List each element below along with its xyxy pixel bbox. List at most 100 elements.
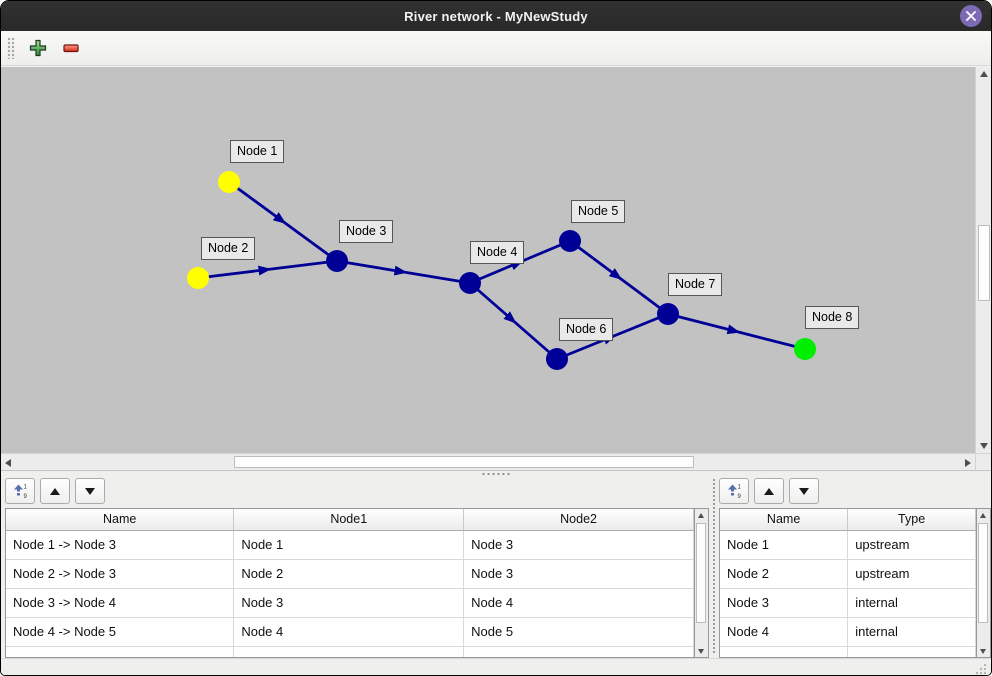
node-label[interactable]: Node 1: [230, 140, 285, 164]
cell[interactable]: Node 2 -> Node 3: [6, 559, 235, 589]
move-up-button[interactable]: [754, 478, 784, 504]
node-label[interactable]: Node 3: [339, 220, 394, 244]
column-header[interactable]: Name: [6, 509, 235, 531]
network-node[interactable]: [459, 272, 481, 294]
cell[interactable]: Node 4: [463, 588, 694, 618]
cell[interactable]: [463, 646, 694, 657]
column-header[interactable]: Type: [847, 509, 976, 531]
cell[interactable]: [720, 646, 849, 657]
svg-text:9: 9: [738, 494, 742, 499]
scroll-up-button[interactable]: [977, 509, 989, 521]
cell[interactable]: Node 2: [233, 559, 465, 589]
edge[interactable]: [336, 259, 471, 285]
cell[interactable]: Node 1: [720, 530, 849, 560]
arrow-up-icon: [50, 487, 60, 495]
cell[interactable]: Node 3: [720, 588, 849, 618]
cell[interactable]: Node 4 -> Node 5: [6, 617, 235, 647]
remove-node-button[interactable]: [58, 35, 84, 61]
horizontal-scroll-thumb[interactable]: [234, 456, 694, 468]
scroll-up-button[interactable]: [695, 509, 707, 521]
cell[interactable]: Node 4: [720, 617, 849, 647]
move-up-button[interactable]: [40, 478, 70, 504]
canvas-horizontal-scrollbar[interactable]: [1, 453, 976, 471]
cell[interactable]: [847, 646, 976, 657]
cell[interactable]: [6, 646, 235, 657]
vertical-splitter-handle[interactable]: [712, 478, 717, 654]
cell[interactable]: [233, 646, 465, 657]
cell[interactable]: upstream: [847, 559, 976, 589]
move-down-button[interactable]: [75, 478, 105, 504]
scroll-right-button[interactable]: [961, 454, 975, 471]
sort-button[interactable]: 1 9: [5, 478, 35, 504]
close-button[interactable]: [960, 5, 982, 27]
column-header[interactable]: Node1: [233, 509, 465, 531]
resize-grip-icon[interactable]: [973, 661, 987, 675]
scroll-left-button[interactable]: [1, 454, 15, 471]
network-node[interactable]: [218, 171, 240, 193]
node-label[interactable]: Node 6: [559, 318, 614, 342]
edge[interactable]: [228, 180, 338, 263]
cell[interactable]: Node 1: [233, 530, 465, 560]
edge[interactable]: [569, 239, 669, 316]
cell[interactable]: Node 1 -> Node 3: [6, 530, 235, 560]
node-table-scrollbar[interactable]: [977, 508, 991, 658]
cell[interactable]: internal: [847, 588, 976, 618]
cell[interactable]: upstream: [847, 530, 976, 560]
network-node[interactable]: [326, 250, 348, 272]
cell[interactable]: internal: [847, 617, 976, 647]
sort-button[interactable]: 1 9: [719, 478, 749, 504]
table-row[interactable]: [720, 646, 976, 657]
horizontal-splitter[interactable]: [1, 470, 991, 476]
scroll-down-button[interactable]: [977, 645, 989, 657]
node-label[interactable]: Node 4: [470, 241, 525, 265]
cell[interactable]: Node 3: [463, 559, 694, 589]
cell[interactable]: Node 3 -> Node 4: [6, 588, 235, 618]
network-node[interactable]: [187, 267, 209, 289]
node-label[interactable]: Node 7: [668, 273, 723, 297]
canvas-vertical-scrollbar[interactable]: [975, 67, 991, 453]
edge-table-scrollbar[interactable]: [695, 508, 709, 658]
node-label[interactable]: Node 2: [201, 237, 256, 261]
cell[interactable]: Node 5: [463, 617, 694, 647]
table-row[interactable]: [6, 646, 694, 657]
titlebar[interactable]: River network - MyNewStudy: [1, 1, 991, 31]
window-title: River network - MyNewStudy: [404, 8, 588, 24]
network-node[interactable]: [546, 348, 568, 370]
node-label[interactable]: Node 8: [805, 306, 860, 330]
move-down-button[interactable]: [789, 478, 819, 504]
add-node-button[interactable]: [25, 35, 51, 61]
cell[interactable]: Node 3: [233, 588, 465, 618]
edge[interactable]: [469, 281, 558, 361]
column-header[interactable]: Node2: [463, 509, 694, 531]
svg-text:9: 9: [24, 494, 28, 499]
column-header[interactable]: Name: [720, 509, 849, 531]
network-node[interactable]: [794, 338, 816, 360]
edge[interactable]: [197, 259, 338, 280]
scroll-thumb[interactable]: [696, 523, 706, 623]
network-node[interactable]: [657, 303, 679, 325]
triangle-right-icon: [965, 458, 972, 467]
scroll-up-button[interactable]: [976, 67, 991, 81]
network-canvas[interactable]: Node 1 Node 2 Node 3 Node 4 Node 5 Node 6 Node…: [1, 67, 975, 453]
cell[interactable]: Node 2: [720, 559, 849, 589]
cell[interactable]: Node 4: [233, 617, 465, 647]
cell[interactable]: Node 3: [463, 530, 694, 560]
network-node[interactable]: [559, 230, 581, 252]
node-label[interactable]: Node 5: [571, 200, 626, 224]
toolbar-drag-handle[interactable]: [7, 37, 15, 59]
scroll-thumb[interactable]: [978, 523, 988, 623]
edge[interactable]: [667, 312, 806, 351]
scroll-down-button[interactable]: [976, 439, 991, 453]
vertical-scroll-thumb[interactable]: [978, 225, 990, 301]
scroll-down-button[interactable]: [695, 645, 707, 657]
